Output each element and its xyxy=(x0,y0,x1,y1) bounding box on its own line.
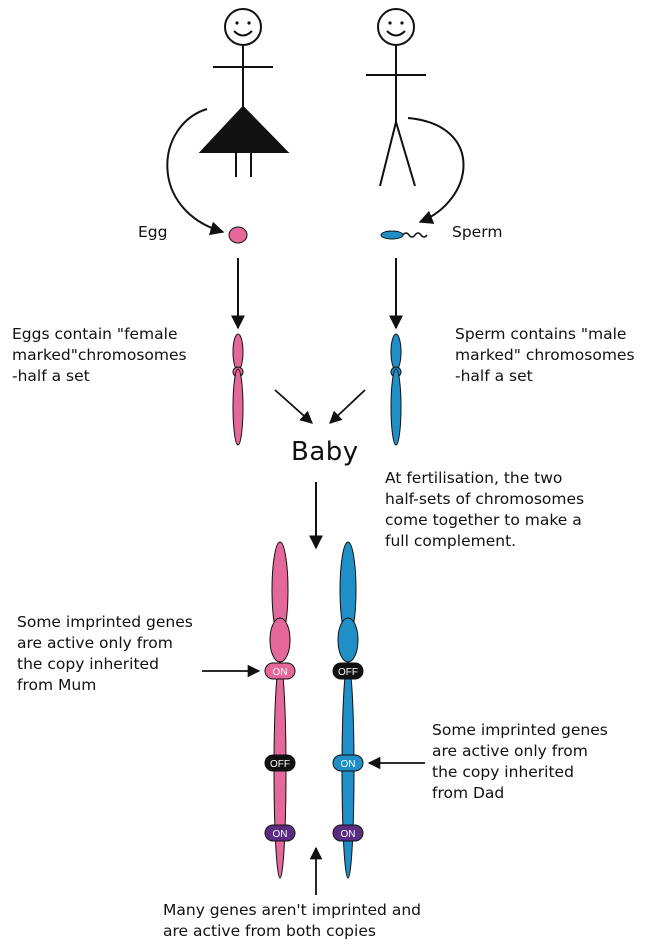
paternal-half-chromosome xyxy=(391,334,401,445)
egg-cell xyxy=(229,227,247,243)
both-copies-caption: Many genes aren't imprinted and are acti… xyxy=(163,900,421,942)
svg-text:ON: ON xyxy=(273,667,288,678)
gene-mark-maternal-bottom: ON xyxy=(265,825,295,841)
gene-mark-maternal-middle: OFF xyxy=(265,755,295,771)
mother-figure xyxy=(201,9,287,177)
mum-genes-caption: Some imprinted genes are active only fro… xyxy=(17,612,193,696)
sperm-contains-caption: Sperm contains "male marked" chromosomes… xyxy=(455,324,635,387)
maternal-half-chromosome xyxy=(233,334,243,445)
sperm-label: Sperm xyxy=(452,222,502,243)
eggs-contain-caption: Eggs contain "female marked"chromosomes … xyxy=(12,324,187,387)
gene-mark-maternal-top: ON xyxy=(265,663,295,679)
egg-to-baby-arrow xyxy=(275,390,312,423)
father-figure xyxy=(366,9,426,186)
gene-mark-paternal-middle: ON xyxy=(333,755,363,771)
svg-text:OFF: OFF xyxy=(270,759,290,770)
mother-to-egg-arrow xyxy=(167,109,223,232)
svg-text:ON: ON xyxy=(273,829,288,840)
baby-label: Baby xyxy=(291,437,359,467)
svg-text:ON: ON xyxy=(341,759,356,770)
gene-mark-paternal-bottom: ON xyxy=(333,825,363,841)
father-to-sperm-arrow xyxy=(408,118,464,222)
svg-text:OFF: OFF xyxy=(338,667,358,678)
sperm-cell xyxy=(381,231,427,239)
svg-text:ON: ON xyxy=(341,829,356,840)
dad-genes-caption: Some imprinted genes are active only fro… xyxy=(432,720,608,804)
egg-label: Egg xyxy=(138,222,167,243)
sperm-to-baby-arrow xyxy=(330,390,365,423)
gene-mark-paternal-top: OFF xyxy=(333,663,363,679)
fertilisation-caption: At fertilisation, the two half-sets of c… xyxy=(385,468,584,552)
